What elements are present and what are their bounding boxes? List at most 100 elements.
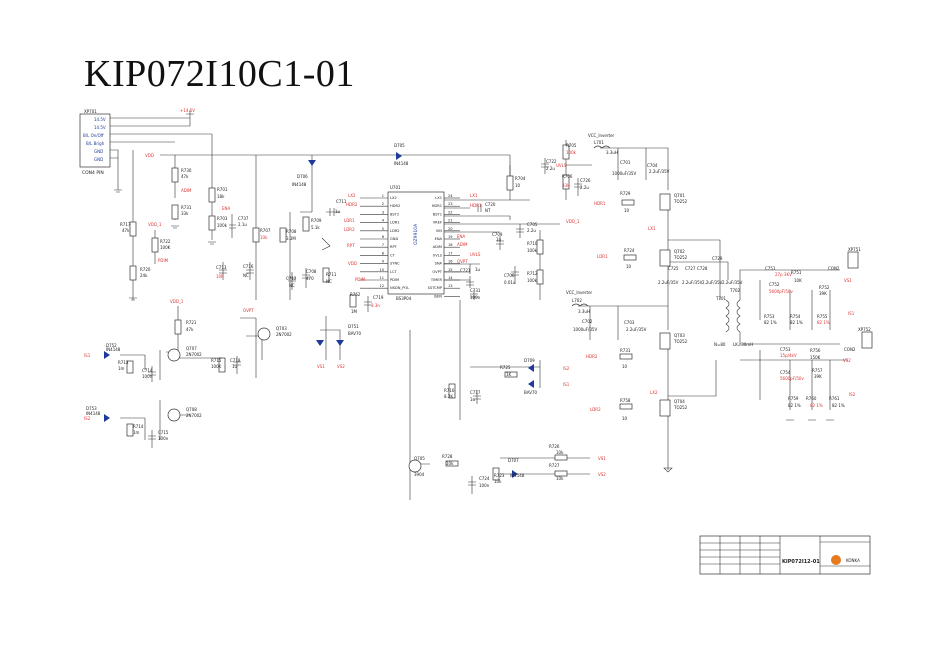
c712-value: NC: [289, 283, 295, 288]
resistor-r714: [126, 423, 134, 437]
c727-value: 2.2uF/35V: [682, 280, 703, 285]
q705-value: 3904: [414, 472, 425, 477]
ground-r731: [171, 225, 179, 229]
r714-ref: R714: [133, 424, 144, 429]
ic-pin-left-ct: CT: [390, 253, 396, 257]
resistor-r726: [554, 454, 568, 461]
capacitor-c717: [473, 390, 481, 404]
r704-ref: R704: [515, 176, 526, 181]
ic-part-number: OZ9910A: [413, 223, 419, 245]
r721-value: 47k: [186, 327, 194, 332]
net-label-ovpt-left: OVPT: [243, 308, 254, 313]
r729-value: 10: [624, 208, 630, 213]
ic-pin-left-rpt: RPT: [390, 245, 398, 249]
l701-ref: L701: [594, 140, 604, 145]
q704-ref: Q704: [674, 399, 685, 404]
capacitor-c706: [511, 266, 519, 284]
r731-ref: R731: [181, 205, 192, 210]
r722-value: 100K: [160, 245, 171, 250]
net-label-ena-left: ENA: [222, 206, 231, 211]
capacitor-c721: [466, 264, 474, 288]
c731-ref: C731: [470, 288, 481, 293]
d709-value: BAV70: [524, 390, 538, 395]
net-label-adim-ic: ADIM: [457, 242, 468, 247]
ic-pin-number-right: 20: [448, 227, 453, 231]
d753-value: IN4148: [86, 411, 101, 416]
r753-value: 82 1%: [764, 320, 777, 325]
capacitor-c709: [496, 236, 504, 250]
d706-value: IN4148: [292, 182, 307, 187]
r723-ref: R723: [494, 473, 505, 478]
q707-ref: Q707: [186, 346, 197, 351]
c706-ref: C706: [504, 273, 515, 278]
ic-pin-number-left: 2: [382, 202, 384, 206]
r724-value: 10: [626, 264, 632, 269]
page-title: KIP072I10C1-01: [84, 53, 355, 95]
net-label-ena-ic: ENA: [457, 234, 466, 239]
ic-pin-number-left: 5: [382, 227, 384, 231]
d752-ref: D752: [106, 343, 117, 348]
c737-ref: C737: [238, 216, 249, 221]
ic-pin-number-right: 19: [448, 235, 453, 239]
connector-pin-3: B/L On/Off: [83, 133, 104, 138]
net-label-lx1-ic: LX1: [470, 193, 478, 198]
c719-value: 3.3n: [371, 303, 380, 308]
capacitor-c708: [302, 268, 310, 288]
q708-wires: [120, 400, 190, 440]
c720-value: NT: [485, 208, 491, 213]
c716-value: NC: [243, 273, 249, 278]
r708-value: 3.3M: [286, 236, 296, 241]
xp752-ref: XP752: [858, 327, 871, 332]
resistor-r709: [302, 216, 310, 232]
q707-value: 2N7002: [186, 352, 202, 357]
ic-pin-right-timer: TIMER: [430, 278, 443, 282]
c751-ref: C751: [765, 266, 776, 271]
net-label-ldr1-ic: LDR1: [344, 218, 355, 223]
r715-ref: R715: [211, 358, 222, 363]
r711-ref: R711: [326, 272, 337, 277]
r730-ref: R730: [181, 168, 192, 173]
net-label-vdd1-b: VDD_1: [170, 299, 184, 304]
ic-u701: U701 OZ9910A BS3P04 LX21HDR22BST23LDR14L…: [360, 185, 460, 301]
c703-ref: C703: [624, 320, 635, 325]
ic-pin-left-gnd: GND: [390, 237, 398, 241]
transformer-t701-secondary: [736, 299, 741, 333]
r705-ref: R705: [566, 143, 577, 148]
r759-value: 82 1%: [788, 403, 801, 408]
ic-pin-right-sna: SNA: [435, 262, 443, 266]
q708-value: 2N7002: [186, 413, 202, 418]
c717-value: 1u: [470, 397, 476, 402]
r705-value: 100k: [566, 150, 577, 155]
c722-value: 2.2u: [546, 166, 555, 171]
rpt-arrow: [321, 237, 331, 251]
net-label-hdr2-right: HDR2: [586, 354, 598, 359]
connector-ref: XP701: [84, 109, 97, 114]
ic-pin-number-right: 22: [448, 210, 453, 214]
r761-value: 82 1%: [832, 403, 845, 408]
transistor-q705: [408, 459, 422, 473]
ic-pin-left-sync: SYNC: [390, 262, 400, 266]
r704-value: 10: [515, 183, 521, 188]
left-bias-network: VDD R730 47k ADIM R731 33k R701 18k ENA …: [120, 134, 511, 301]
r731b-value: 10: [622, 364, 628, 369]
ic-pin-number-left: 3: [382, 210, 384, 214]
resistor-r721: [174, 319, 182, 335]
r705-leg: [565, 140, 592, 200]
c752-value: 5600pF/50v: [769, 289, 793, 294]
ic-lower-right-wires: [444, 263, 480, 281]
top-supply-wires: [600, 147, 669, 190]
ic-left-network: D706 IN4148 D705 IN4148 LX2 HDR2 LDR1 LD…: [216, 143, 409, 369]
ic-pin-number-left: 9: [382, 260, 385, 264]
c754-ref: C754: [780, 370, 791, 375]
net-label-vdd1-a: VDD_1: [148, 222, 162, 227]
capacitor-c720: [477, 204, 482, 212]
connector-wires: [110, 117, 212, 190]
resistor-r703: [208, 215, 216, 231]
ic-pin-left-lct: LCT: [390, 270, 398, 274]
r707-value: 10k: [260, 235, 268, 240]
r712-ref: R712: [527, 271, 538, 276]
c711-ref: C711: [336, 199, 347, 204]
ic-pin-right-bst1: BST1: [433, 212, 442, 216]
d705-value: IN4148: [394, 161, 409, 166]
